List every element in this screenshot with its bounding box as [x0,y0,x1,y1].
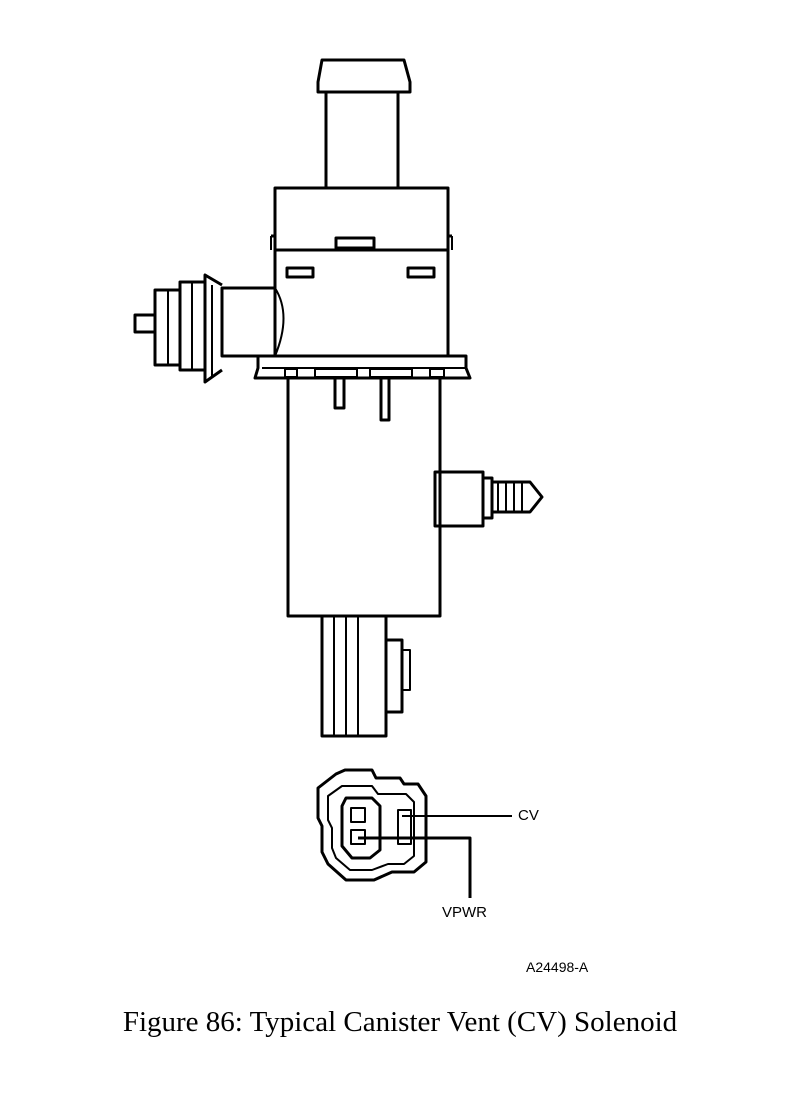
leader-lines [358,815,512,898]
cv-label: CV [518,807,539,824]
lower-body [286,376,442,618]
side-connector [133,273,275,384]
figure-code: A24498-A [526,959,589,975]
upper-body [273,248,450,358]
bottom-connector [320,616,411,738]
upper-cap [270,186,453,252]
flange [253,354,472,380]
connector-face [316,768,428,882]
top-nipple [316,58,412,188]
figure-caption: Figure 86: Typical Canister Vent (CV) So… [122,1006,678,1038]
vpwr-label: VPWR [442,904,487,921]
barbed-nipple [433,470,544,528]
